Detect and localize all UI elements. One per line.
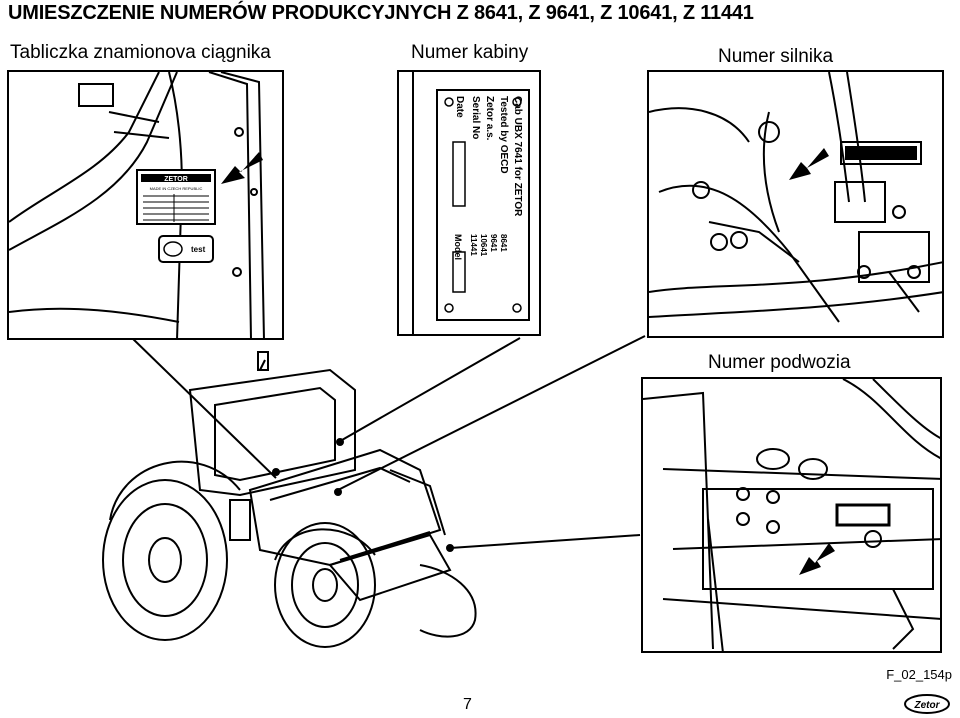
page-title: UMIESZCZENIE NUMERÓW PRODUKCYJNYCH Z 864… (8, 2, 754, 24)
test-plate: test (158, 235, 214, 263)
panel-tractor-plate: ZETOR MADE IN CZECH REPUBLIC test (7, 70, 284, 340)
plate-test-mark: test (191, 245, 206, 254)
cab-plate-model-field: Model (453, 234, 463, 260)
zetor-logo: Zetor (904, 694, 950, 714)
chassis-number-field (835, 503, 891, 527)
arrow-icon (221, 152, 263, 184)
rating-plate: ZETOR MADE IN CZECH REPUBLIC (136, 169, 216, 225)
cab-plate-model-2: 9641 (489, 234, 498, 252)
cab-plate-serial: Serial No (470, 96, 481, 139)
label-tractor-plate: Tabliczka znamionova ciągnika (10, 42, 271, 63)
engine-number-plate (845, 146, 917, 160)
plate-brand: ZETOR (164, 176, 188, 183)
cab-plate-date: Date (454, 96, 465, 118)
label-engine-number: Numer silnika (718, 46, 834, 67)
cab-plate-illustration: Cab UBX 7641 for ZETOR Tested by OECD Ze… (412, 72, 530, 334)
figure-code: F_02_154p (886, 667, 952, 682)
tractor-plate-illustration: ZETOR MADE IN CZECH REPUBLIC test (9, 72, 265, 338)
tractor-illustration (102, 351, 477, 648)
cab-plate-model-3: 10641 (479, 234, 488, 257)
label-cab-number: Numer kabiny (411, 42, 529, 63)
engine-illustration (649, 72, 942, 323)
cab-plate-model-1: 8641 (499, 234, 508, 252)
cab-plate-line3: Zetor a.s. (484, 96, 495, 141)
label-chassis-number: Numer podwozia (708, 352, 851, 373)
zetor-logo-icon: Zetor (904, 694, 950, 714)
plate-made-in: MADE IN CZECH REPUBLIC (150, 186, 203, 191)
cab-plate-line2: Tested by OECD (498, 96, 509, 174)
panel-chassis-number (641, 377, 942, 653)
cab-plate-model-4: 11441 (469, 234, 478, 256)
page-number: 7 (463, 696, 472, 713)
arrow-icon (789, 148, 829, 180)
panel-cab-number: Cab UBX 7641 for ZETOR Tested by OECD Ze… (397, 70, 541, 336)
cab-plate-line1: Cab UBX 7641 for ZETOR (512, 96, 523, 217)
panel-engine-number (647, 70, 944, 338)
logo-text: Zetor (914, 700, 941, 711)
chassis-illustration (643, 379, 940, 651)
arrow-icon (799, 543, 835, 575)
